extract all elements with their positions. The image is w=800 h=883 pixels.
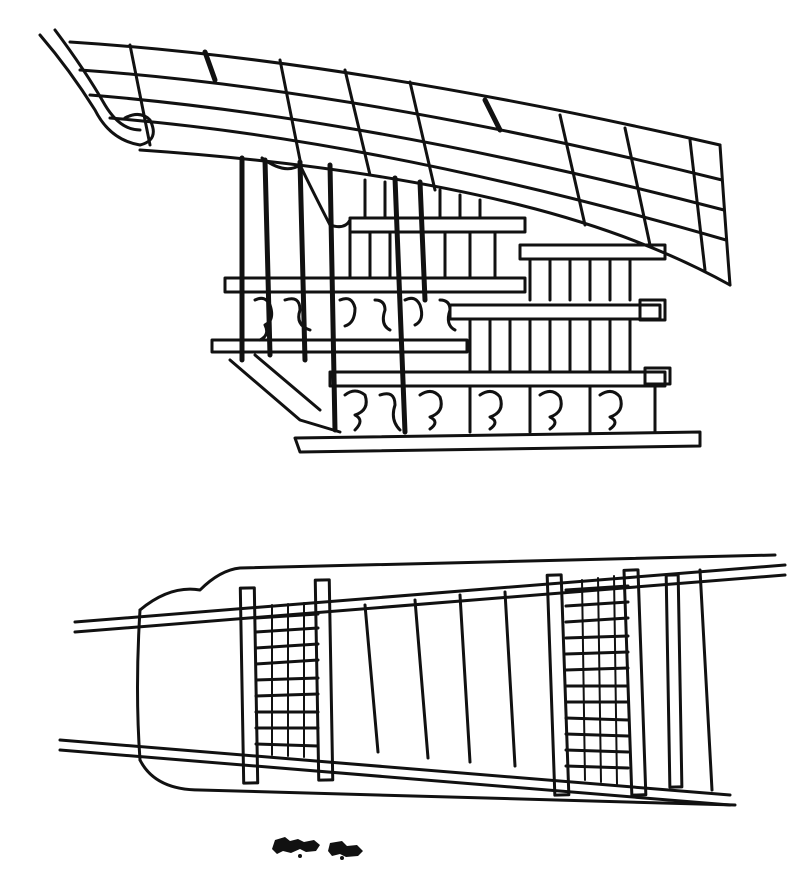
balustrade-tier-2	[518, 243, 667, 302]
lattice-left	[254, 602, 320, 758]
deck-cross-slats	[128, 43, 707, 272]
deck-plank-line-2	[88, 93, 726, 212]
deck-plank-line-3	[108, 116, 728, 242]
rail-bottom-inner	[58, 748, 732, 807]
rail-lower	[328, 366, 672, 388]
rail-bottom	[58, 738, 732, 797]
ornament-panels-upper	[253, 296, 457, 342]
deck-end	[718, 143, 732, 287]
plan-outline-top	[138, 553, 777, 612]
gallery-posts	[239, 155, 428, 435]
deck-edge-bottom	[138, 148, 732, 287]
plan-outline-left	[136, 608, 142, 762]
balustrade-tier-1	[348, 178, 527, 234]
rail-upper	[223, 230, 527, 294]
hull-slant	[228, 358, 342, 434]
lattice-right	[564, 575, 630, 785]
balustrade-tier-3	[448, 298, 667, 372]
deck-plank-line-1	[78, 68, 724, 182]
right-end-post	[698, 568, 714, 792]
middle-slats	[363, 590, 517, 768]
illegible-seal-mark	[272, 837, 363, 860]
plan-outline-bottom	[138, 758, 737, 807]
curtain-swag	[260, 156, 352, 229]
stern-gallery-elevation	[38, 28, 732, 454]
stern-deck-plan	[58, 553, 787, 807]
base-beam	[293, 430, 702, 454]
hull-slant-inner	[253, 353, 322, 412]
stern-scroll-inner	[53, 28, 142, 132]
ornament-panels-lower	[343, 384, 657, 434]
deck-edge-top	[68, 40, 722, 147]
rail-middle	[210, 338, 469, 354]
plan-cross-posts	[238, 568, 684, 797]
